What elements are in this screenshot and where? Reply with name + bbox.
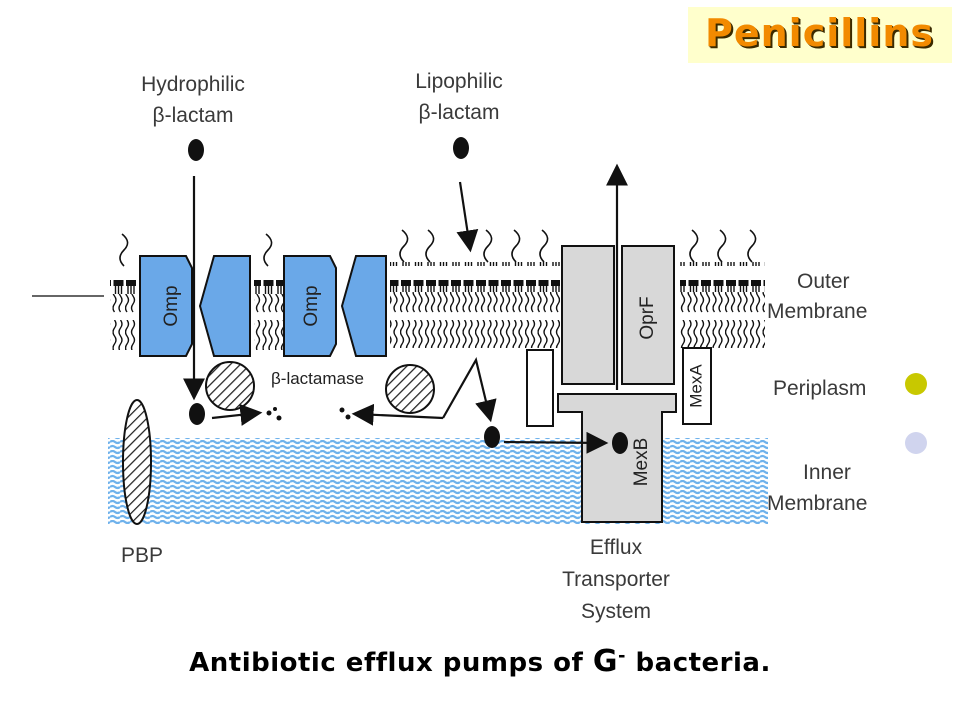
caption-superscript: - bbox=[618, 645, 626, 667]
outer-membrane-label-line2: Membrane bbox=[767, 300, 867, 323]
caption-end: bacteria. bbox=[626, 648, 771, 678]
pbp-label: PBP bbox=[121, 544, 163, 567]
beta-lactamase-enzyme-1 bbox=[205, 361, 255, 411]
slide-title-text: Penicillins bbox=[705, 11, 934, 55]
molecule-in-mexb bbox=[612, 432, 628, 454]
efflux-pump-diagram: Omp Omp OprF MexA MexB bbox=[32, 70, 927, 623]
inner-membrane-label-line2: Membrane bbox=[767, 492, 867, 515]
hydrophilic-molecule bbox=[188, 139, 204, 161]
omp-porin-1: Omp bbox=[139, 255, 251, 357]
efflux-label-line3: System bbox=[581, 600, 651, 623]
caption-g: G bbox=[592, 644, 619, 679]
lipophilic-molecule bbox=[453, 137, 469, 159]
flow-arrows bbox=[183, 163, 628, 454]
periplasm-label: Periplasm bbox=[773, 377, 866, 400]
oprf-channel: OprF bbox=[561, 245, 675, 385]
omp-label-2: Omp bbox=[301, 285, 322, 326]
efflux-label-line2: Transporter bbox=[562, 568, 670, 591]
lipophilic-label-line2: β-lactam bbox=[419, 101, 500, 124]
oprf-label: OprF bbox=[637, 296, 658, 339]
lipophilic-molecule-periplasm bbox=[484, 426, 500, 448]
beta-lactamase-label: β-lactamase bbox=[271, 369, 364, 388]
periplasmic-box bbox=[526, 349, 554, 427]
beta-lactamase-enzyme-2 bbox=[385, 364, 435, 414]
bullet-point-1 bbox=[905, 373, 927, 395]
slide-title: Penicillins bbox=[688, 7, 952, 63]
mexb-transporter: MexB bbox=[557, 393, 677, 523]
degraded-fragments bbox=[266, 407, 351, 421]
efflux-label-line1: Efflux bbox=[590, 536, 643, 559]
slide-caption: Antibiotic efflux pumps of G- bacteria. bbox=[0, 644, 960, 679]
hydrophilic-molecule-periplasm bbox=[189, 403, 205, 425]
hydrophilic-label-line2: β-lactam bbox=[153, 104, 234, 127]
caption-text: Antibiotic efflux pumps of bbox=[189, 648, 593, 678]
omp-label-1: Omp bbox=[161, 285, 182, 326]
mexb-label: MexB bbox=[631, 438, 652, 487]
inner-membrane-band bbox=[108, 438, 768, 524]
bullet-point-2 bbox=[905, 432, 927, 454]
omp-porin-2: Omp bbox=[283, 255, 387, 357]
mexa-label: MexA bbox=[686, 364, 705, 408]
inner-membrane-label-line1: Inner bbox=[803, 461, 851, 484]
outer-membrane-lipids bbox=[110, 262, 765, 350]
outer-membrane-label-line1: Outer bbox=[797, 270, 850, 293]
lipophilic-label-line1: Lipophilic bbox=[415, 70, 503, 93]
mexa-protein: MexA bbox=[682, 347, 712, 425]
pbp-protein bbox=[122, 399, 152, 525]
hydrophilic-label-line1: Hydrophilic bbox=[141, 73, 245, 96]
lps-chains bbox=[119, 229, 757, 267]
